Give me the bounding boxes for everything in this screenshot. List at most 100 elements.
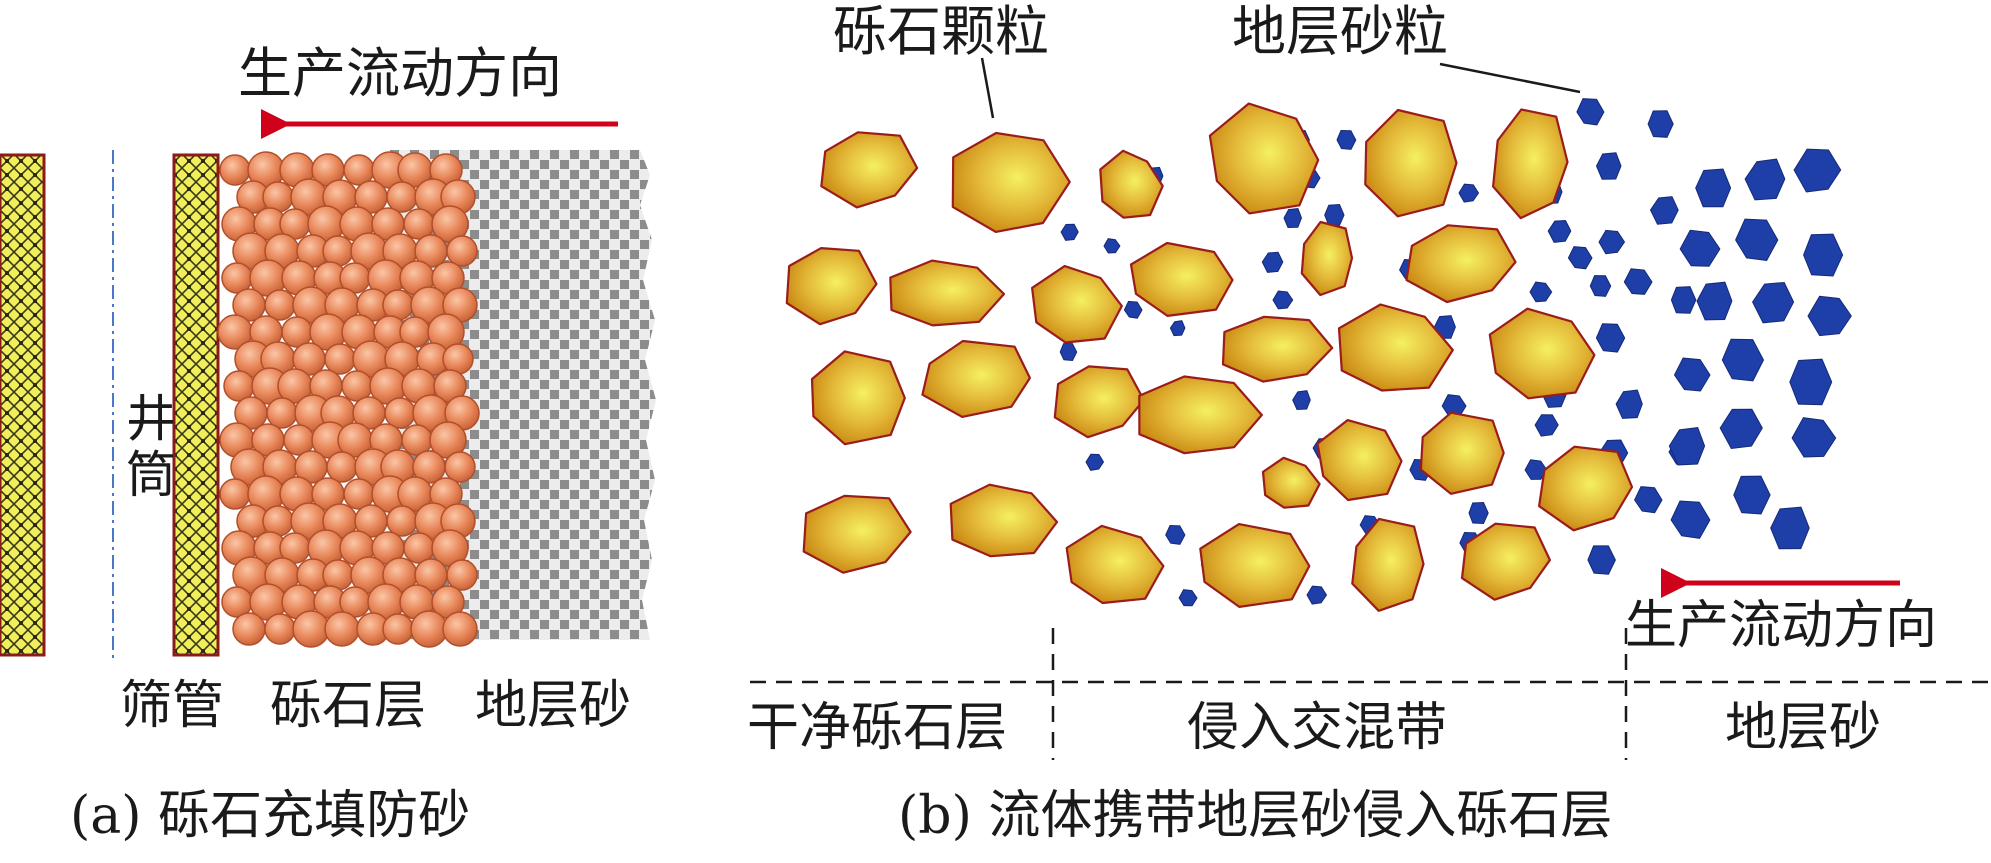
gravel-particle (889, 259, 1006, 327)
gravel-particle-label: 砾石颗粒 (833, 0, 1049, 63)
formation-sand-grain (1744, 158, 1786, 201)
gravel-layer-label: 砾石层 (270, 676, 427, 736)
formation-sand-grain (1261, 251, 1284, 273)
gravel-particle (1419, 411, 1505, 495)
formation-sand-grain (1649, 196, 1679, 225)
gravel-bead (386, 505, 418, 537)
formation-sand-grain (1615, 389, 1643, 419)
formation-sand-grain (1791, 417, 1837, 458)
screen-label: 筛管 (120, 676, 225, 736)
zone-clean-gravel: 干净砾石层 (747, 698, 1008, 758)
formation-sand-grain (1103, 238, 1121, 254)
gravel-particle (1337, 303, 1454, 392)
formation-sand-grain (1721, 338, 1765, 382)
wellbore-label: 井筒 (118, 392, 176, 504)
formation-sand-grain (1752, 281, 1795, 324)
gravel-leader-line (980, 57, 995, 119)
formation-sand-grain (1695, 168, 1732, 208)
formation-sand-grain (1085, 453, 1105, 471)
gravel-bead (324, 611, 360, 647)
formation-sand-grain (1770, 506, 1810, 550)
gravel-particle (1065, 524, 1165, 605)
gravel-bead-pack (217, 151, 480, 648)
formation-sand-grain (1306, 585, 1328, 605)
gravel-bead (292, 610, 330, 648)
formation-sand-grain (1595, 323, 1626, 353)
formation-sand-grain (1679, 229, 1721, 267)
gravel-particle (921, 339, 1031, 418)
gravel-bead (219, 478, 251, 510)
gravel-bead (326, 451, 358, 483)
gravel-particle (1099, 149, 1164, 219)
formation-sand-grain (1060, 223, 1079, 241)
formation-sand-grain (1719, 408, 1763, 450)
gravel-bead (446, 235, 478, 267)
gravel-particle (1138, 375, 1263, 455)
gravel-particle (820, 131, 919, 209)
flow-direction-label-b: 生产流动方向 (1625, 596, 1938, 656)
formation-sand-grain (1165, 524, 1186, 545)
formation-sand-grain (1534, 414, 1559, 437)
gravel-particle (951, 131, 1071, 233)
gravel-bead (324, 343, 356, 375)
gravel-particle (1316, 419, 1403, 502)
flow-direction-label-a: 生产流动方向 (238, 42, 562, 105)
gravel-bead (266, 397, 298, 429)
formation-sand-grain (1735, 218, 1779, 261)
gravel-bead (264, 289, 296, 321)
gravel-particle (810, 350, 906, 446)
formation-sand-grain (1670, 286, 1697, 314)
panel-a (0, 109, 656, 660)
caption-a: (a) 砾石充填防砂 (70, 786, 471, 846)
formation-sand-grain (1468, 501, 1489, 525)
gravel-particle (1221, 315, 1334, 383)
gravel-particle (1300, 220, 1354, 297)
gravel-particle (1208, 102, 1320, 215)
gravel-particle (785, 247, 878, 326)
zone-formation-sand: 地层砂 (1725, 698, 1882, 758)
formation-sand-grain (1670, 500, 1711, 539)
gravel-bead (264, 613, 296, 645)
gravel-particle (1053, 365, 1145, 439)
gravel-particle (1261, 456, 1321, 509)
gravel-particle (1351, 517, 1425, 612)
screen-pipe (172, 153, 220, 657)
formation-sand-grain (1668, 426, 1706, 466)
gravel-particle (1364, 108, 1458, 218)
formation-sand-grain (1567, 246, 1593, 270)
gravel-particle (802, 494, 912, 574)
formation-sand-grain (1673, 357, 1711, 392)
gravel-particle (949, 483, 1059, 558)
formation-sand-grain (1576, 98, 1605, 126)
formation-sand-grain (1529, 281, 1553, 303)
gravel-particles (785, 102, 1634, 612)
formation-sand-grain (1059, 343, 1078, 362)
gravel-bead (410, 610, 448, 648)
gravel-bead (384, 397, 416, 429)
formation-sand-grain (1793, 148, 1842, 193)
gravel-particle (1199, 523, 1311, 608)
gravel-particle (1129, 241, 1234, 317)
sand-leader-line (1439, 62, 1581, 94)
gravel-particle (1405, 224, 1517, 304)
gravel-bead (444, 451, 476, 483)
formation-sand-label-a: 地层砂 (475, 676, 632, 736)
formation-sand-grain (1733, 475, 1771, 515)
formation-sand-grain (1283, 208, 1303, 229)
formation-sand-grain (1336, 129, 1357, 150)
formation-sand-grain (1123, 300, 1143, 319)
gravel-particle (1492, 108, 1569, 220)
gravel-bead (219, 154, 251, 186)
formation-grain-label: 地层砂粒 (1232, 0, 1448, 63)
gravel-particle (1538, 445, 1634, 532)
formation-sand-grain (1292, 390, 1311, 411)
gravel-bead (232, 612, 266, 646)
gravel-bead (386, 181, 418, 213)
formation-sand-grain (1458, 183, 1480, 203)
formation-sand-grain (1272, 290, 1294, 310)
formation-sand-grain (1589, 275, 1612, 297)
formation-sand-grain (1647, 110, 1674, 138)
formation-sand-grain (1169, 320, 1186, 337)
formation-sand-grain (1587, 545, 1616, 575)
